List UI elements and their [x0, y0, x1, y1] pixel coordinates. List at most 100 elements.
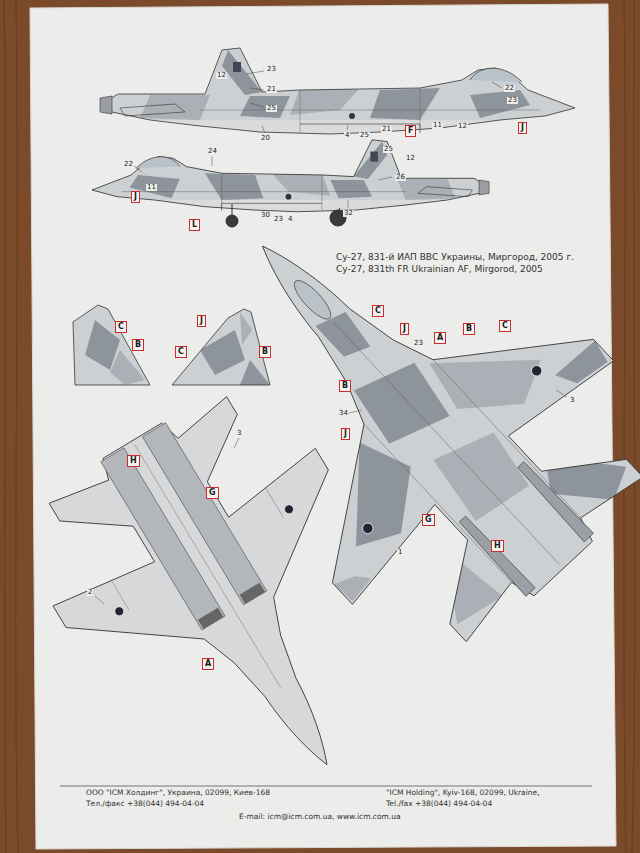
camouflage: [90, 50, 590, 140]
callout-letter: A: [437, 334, 443, 342]
callout-letter: C: [178, 348, 184, 356]
callout-number: 32: [343, 210, 354, 217]
camouflage: [79, 142, 497, 217]
canopy: [136, 157, 179, 169]
callout-letter-box: J: [197, 315, 206, 327]
callout-letter-box: C: [115, 321, 127, 333]
side-view-left: [79, 133, 497, 217]
panel-lines: [121, 173, 405, 210]
callout-letter: B: [262, 348, 268, 356]
callout-letter: G: [425, 516, 432, 524]
callout-number: 1: [397, 549, 403, 556]
callout-letter-box: J: [341, 428, 350, 440]
callout-letter: J: [521, 124, 524, 132]
bottom-view: [1, 362, 458, 844]
footer-text: ООО "ICM Холдинг", Украина, 02099, Киев-…: [85, 789, 271, 797]
callout-number: 21: [266, 86, 277, 93]
callout-number: 2: [87, 589, 93, 596]
callout-number: 12: [457, 123, 468, 130]
caption-line: Су-27, 831th FR Ukrainian AF, Mirgorod, …: [335, 265, 544, 274]
callout-letter: B: [342, 382, 348, 390]
callout-letter: C: [502, 322, 508, 330]
callout-letter-box: B: [259, 346, 271, 358]
wood-grain: [4, 0, 635, 853]
footer-text: Тел./факс +38(044) 494-04-04: [85, 800, 205, 808]
callout-letter-box: G: [422, 514, 435, 526]
callout-number: 11: [432, 122, 443, 129]
fin-marking: [233, 62, 241, 72]
caption: Су-27, 831-й ИАП ВВС Украины, Миргород, …: [335, 253, 575, 262]
callout-number: 30: [260, 212, 271, 219]
panel-lines: [200, 88, 540, 132]
callout-number: 26: [395, 174, 406, 181]
callout-letter: J: [403, 325, 406, 333]
callout-letter-box: C: [372, 305, 384, 317]
callout-letter-box: A: [434, 332, 446, 344]
callout-letter-box: G: [206, 487, 219, 499]
callout-number: 3: [236, 430, 242, 437]
canopy: [470, 68, 522, 82]
intake: [222, 203, 322, 211]
callout-letter: F: [408, 127, 413, 135]
callout-number: 22: [123, 161, 134, 168]
fuselage-outline: [105, 48, 575, 134]
callout-number: 21: [381, 126, 392, 133]
callout-number: 25: [266, 105, 277, 112]
footer-text: Tel./fax +38(044) 494-04-04: [385, 800, 493, 808]
callout-number: 22: [504, 85, 515, 92]
callout-number: 23: [507, 97, 518, 104]
callout-letter: A: [205, 660, 211, 668]
roundel: [349, 113, 355, 119]
callout-number: 12: [405, 155, 416, 162]
callout-letter-box: B: [339, 380, 351, 392]
footer-text: "ICM Holding", Kyiv-168, 02099, Ukraine,: [385, 789, 541, 797]
fuselage-outline: [92, 140, 485, 212]
footer-rule: [60, 786, 592, 787]
callout-number: 23: [413, 340, 424, 347]
footer-text: E-mail: icm@icm.com.ua, www.icm.com.ua: [238, 813, 402, 821]
callout-number: 3: [569, 397, 575, 404]
stabilizer: [120, 104, 185, 116]
callout-letter-box: H: [127, 455, 140, 467]
callout-number: 4: [287, 216, 293, 223]
callout-number: 12: [216, 72, 227, 79]
callout-letter-box: A: [202, 658, 214, 670]
callout-letter: B: [135, 341, 141, 349]
callout-letter: J: [344, 430, 347, 438]
callout-number: 23: [266, 66, 277, 73]
callout-letter-box: F: [405, 125, 416, 137]
callout-number: 25: [383, 146, 394, 153]
callout-number: 34: [338, 410, 349, 417]
callout-letter-box: H: [491, 540, 504, 552]
roundel: [286, 194, 292, 200]
callout-number: 25: [359, 132, 370, 139]
callout-letter-box: C: [175, 346, 187, 358]
callout-letter: B: [466, 325, 472, 333]
callout-letter: C: [375, 307, 381, 315]
nozzle: [100, 96, 112, 114]
callout-number: 23: [273, 216, 284, 223]
callout-letter: H: [130, 457, 137, 465]
fin-view: [70, 300, 160, 390]
callout-letter: J: [134, 193, 137, 201]
fin-view: [170, 300, 275, 390]
camouflage-base: [79, 133, 497, 217]
landing-gear: [226, 204, 346, 227]
callout-letter-box: L: [189, 219, 200, 231]
callout-letter-box: J: [131, 191, 140, 203]
callout-letter-box: B: [132, 339, 144, 351]
callout-letter-box: C: [499, 320, 511, 332]
callout-number: 11: [146, 184, 157, 191]
callout-letter-box: J: [400, 323, 409, 335]
callout-number: 24: [207, 148, 218, 155]
callout-letter-box: J: [518, 122, 527, 134]
callout-letter: C: [118, 323, 124, 331]
callout-letter: J: [200, 317, 203, 325]
side-view-right: [90, 40, 590, 140]
callout-number: 4: [344, 132, 350, 139]
paper-sheet: [30, 4, 616, 849]
